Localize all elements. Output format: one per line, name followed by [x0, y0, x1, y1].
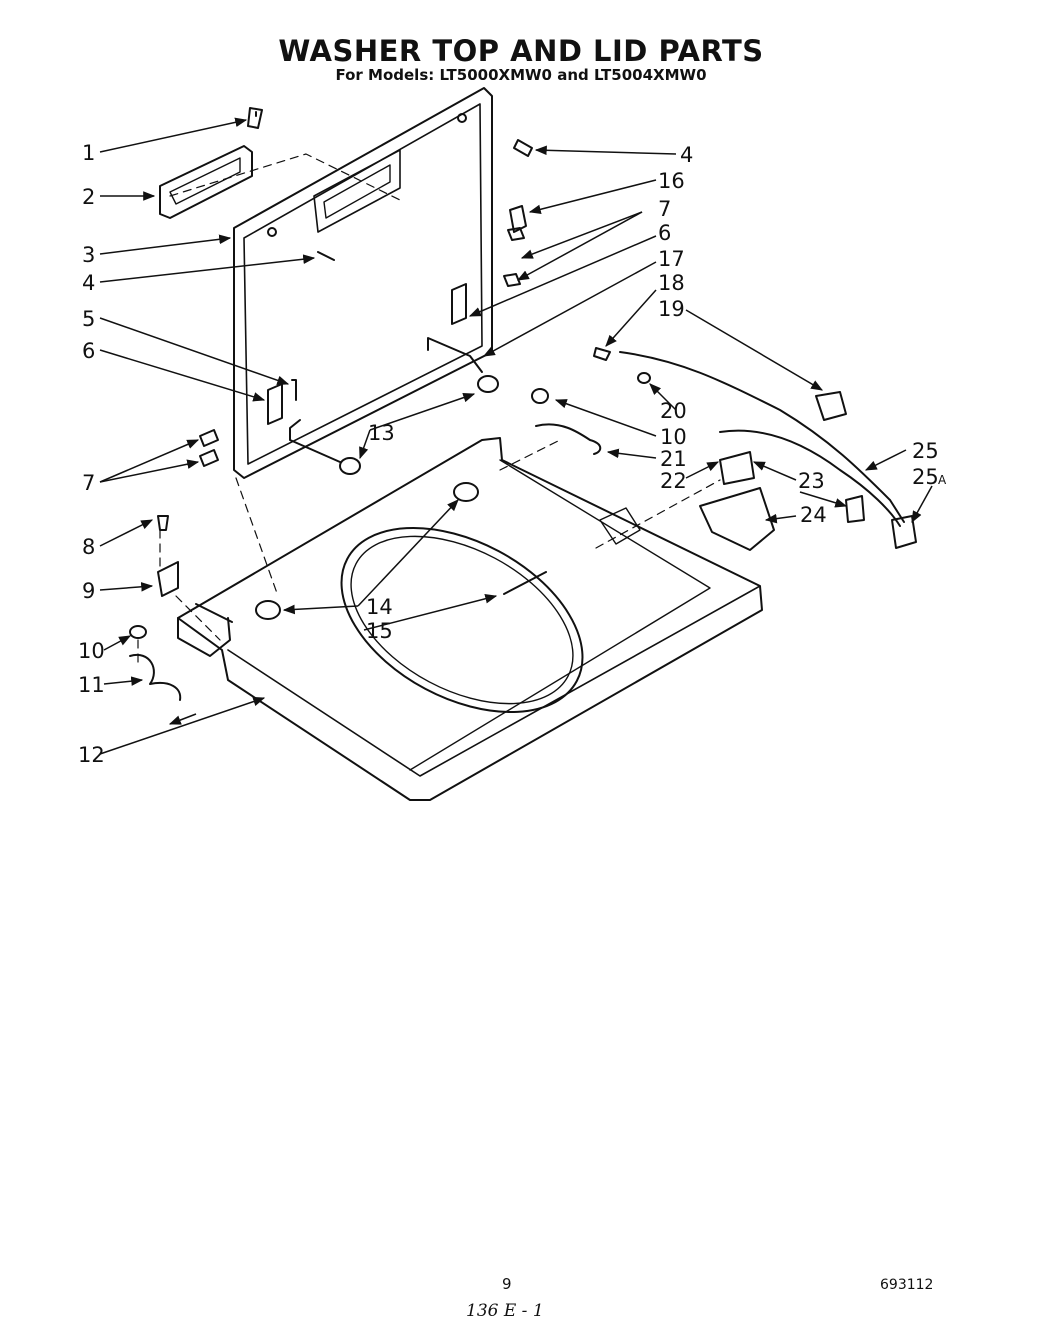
- label-7-right: 7: [658, 197, 671, 221]
- label-4-left: 4: [82, 271, 95, 295]
- label-24: 24: [800, 503, 827, 527]
- washer-top: [177, 437, 763, 801]
- label-9: 9: [82, 579, 95, 603]
- page-title: WASHER TOP AND LID PARTS: [278, 34, 764, 68]
- label-23: 23: [798, 469, 825, 493]
- label-25a: 25: [912, 465, 939, 489]
- label-1: 1: [82, 141, 95, 165]
- label-4-right: 4: [680, 143, 693, 167]
- label-13: 13: [368, 421, 395, 445]
- leader-lines: [99, 117, 933, 755]
- label-3: 3: [82, 243, 95, 267]
- label-21: 21: [660, 447, 687, 471]
- label-2: 2: [82, 185, 95, 209]
- label-7-left: 7: [82, 471, 95, 495]
- label-16: 16: [658, 169, 685, 193]
- alignment-lines: [137, 153, 721, 667]
- label-19: 19: [658, 297, 685, 321]
- part-labels: 1 2 3 4 5 6 7 8 9 10 11 12 13 14 15 4 16…: [78, 141, 947, 767]
- label-6-left: 6: [82, 339, 95, 363]
- small-parts: [129, 139, 917, 701]
- label-20: 20: [660, 399, 687, 423]
- label-10-left: 10: [78, 639, 105, 663]
- label-25a-suffix: A: [938, 473, 947, 487]
- handwritten-note: 136 E - 1: [466, 1301, 544, 1321]
- label-6-right: 6: [658, 221, 671, 245]
- label-17: 17: [658, 247, 685, 271]
- lid-frame: [233, 87, 493, 479]
- label-8: 8: [82, 535, 95, 559]
- label-10-right: 10: [660, 425, 687, 449]
- label-15: 15: [366, 619, 393, 643]
- label-12: 12: [78, 743, 105, 767]
- label-22: 22: [660, 469, 687, 493]
- label-25: 25: [912, 439, 939, 463]
- label-18: 18: [658, 271, 685, 295]
- lid-actuator: [159, 107, 263, 219]
- page-number: 9: [502, 1275, 512, 1293]
- document-code: 693112: [880, 1277, 934, 1293]
- label-11: 11: [78, 673, 105, 697]
- label-14: 14: [366, 595, 393, 619]
- models-subtitle: For Models: LT5000XMW0 and LT5004XMW0: [335, 66, 707, 84]
- label-5: 5: [82, 307, 95, 331]
